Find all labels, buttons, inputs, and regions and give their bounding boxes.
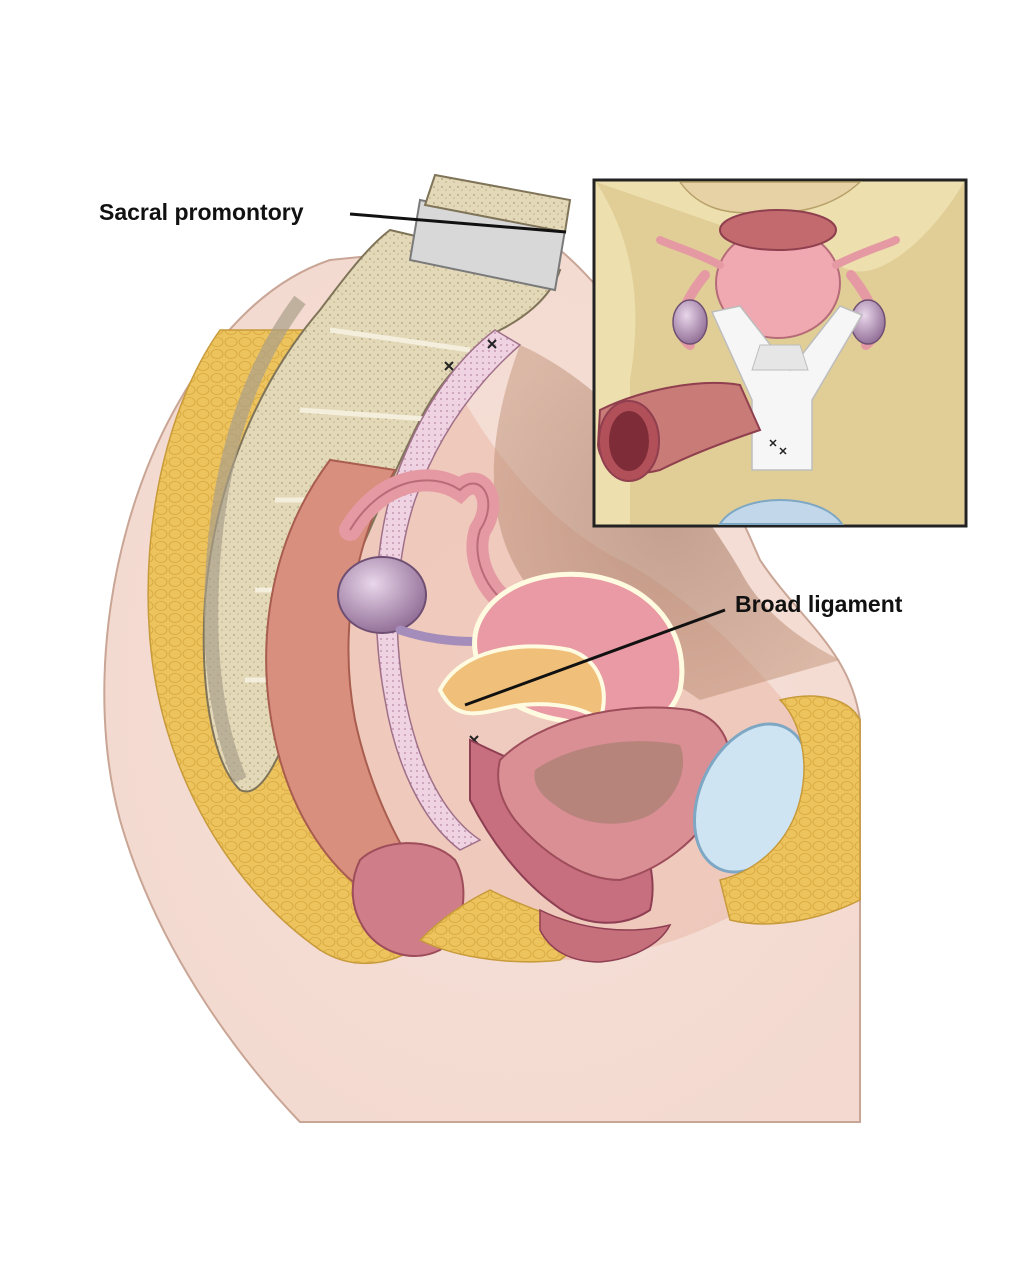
inset-promontory xyxy=(718,499,844,525)
inset-ovary-left xyxy=(672,299,708,345)
anterior-fat-layer xyxy=(719,695,861,925)
ovary xyxy=(337,556,427,634)
broad-ligament-label: Broad ligament xyxy=(735,591,903,617)
inset-panel xyxy=(592,178,968,528)
spinal-canal xyxy=(204,295,306,783)
inset-mesh xyxy=(710,305,864,471)
sacral-promontory-label: Sacral promontory xyxy=(99,199,304,225)
sacral-promontory-leader xyxy=(349,212,567,234)
bladder-lumen xyxy=(534,741,684,824)
broad-ligament-leader xyxy=(464,608,726,707)
vulva xyxy=(539,908,672,963)
